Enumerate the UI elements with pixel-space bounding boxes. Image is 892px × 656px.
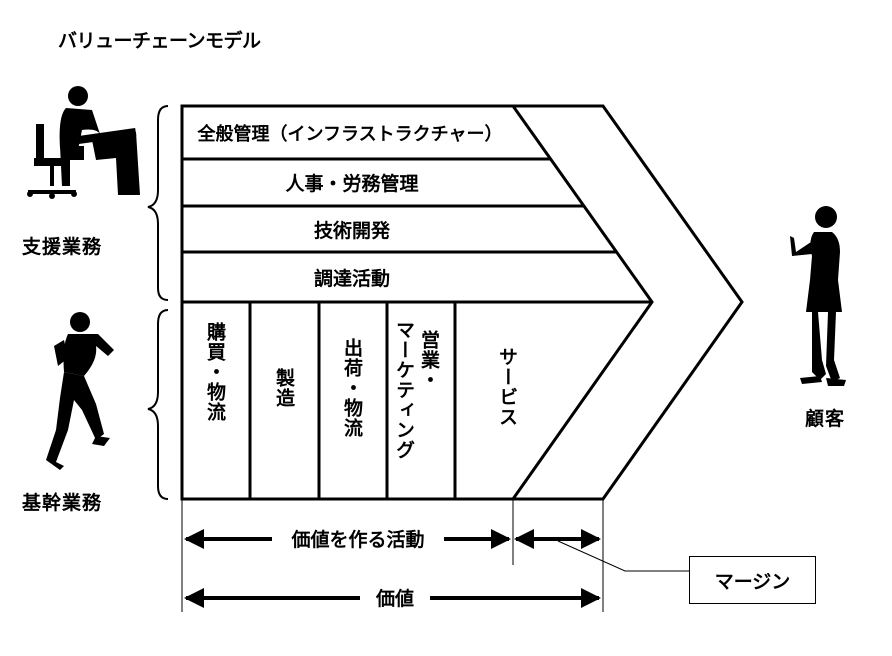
- support-activity-infrastructure: 全般管理（インフラストラクチャー）: [197, 123, 503, 145]
- value-label: 価値: [375, 588, 414, 610]
- primary-activities-label: 基幹業務: [22, 492, 103, 514]
- value-creation-label: 価値を作る活動: [290, 528, 424, 551]
- primary-activity-inbound-logistics: 購買・物流: [204, 322, 226, 422]
- primary-activity-service: サービス: [496, 347, 518, 427]
- support-activity-technology: 技術開発: [314, 219, 391, 242]
- running-person-silhouette: [46, 312, 114, 470]
- primary-brace: [147, 309, 169, 500]
- margin-callout-line: [557, 540, 689, 572]
- support-brace: [147, 105, 169, 301]
- support-activities-label: 支援業務: [22, 236, 103, 258]
- primary-activity-sales-line1: 営業・: [418, 330, 440, 390]
- support-activity-procurement: 調達活動: [314, 267, 390, 290]
- primary-activity-sales-line2: マーケティング: [393, 320, 415, 460]
- primary-activity-operations: 製造: [273, 368, 295, 408]
- page-title: バリューチェーンモデル: [58, 30, 261, 52]
- support-activity-hr: 人事・労務管理: [285, 172, 418, 195]
- inner-chevron: [182, 104, 654, 500]
- customer-label: 顧客: [805, 408, 846, 430]
- primary-activity-outbound-logistics: 出荷・物流: [341, 338, 363, 438]
- desk-worker-silhouette: [27, 86, 140, 199]
- margin-callout-box: マージン: [689, 556, 816, 604]
- customer-silhouette: [790, 206, 846, 386]
